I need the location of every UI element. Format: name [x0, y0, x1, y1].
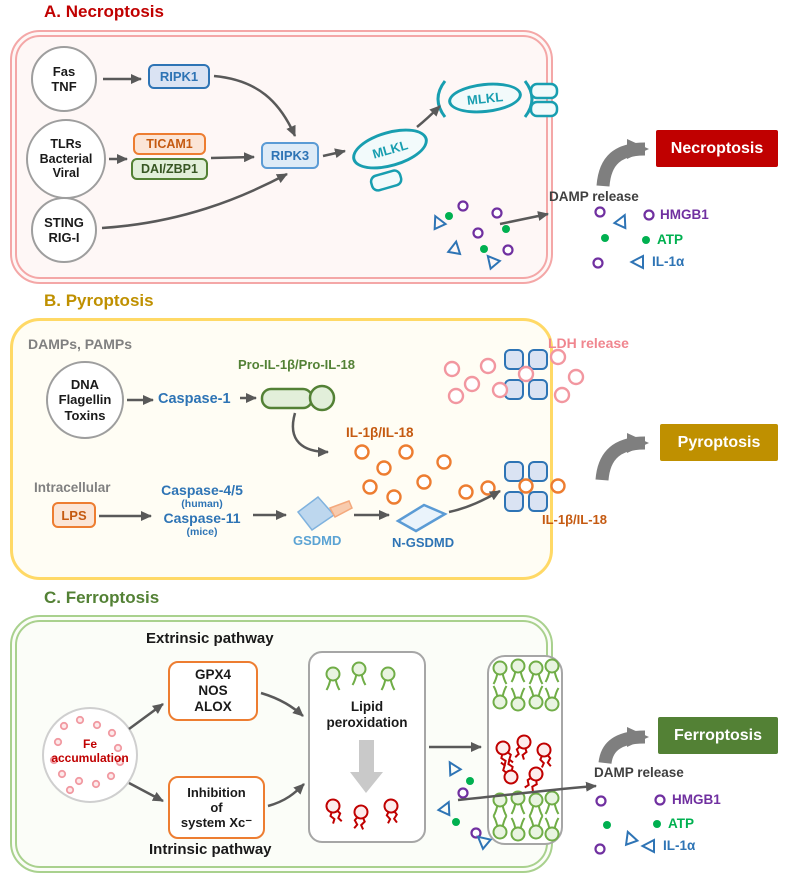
system-xc-inhibition-node: Inhibition of system Xc⁻ — [168, 776, 265, 839]
gsdmd-label: GSDMD — [293, 533, 342, 548]
mice-label: (mice) — [186, 526, 218, 538]
released-damp-dot-icons-ferroptosis — [594, 795, 639, 855]
caspase-4-5-11-block: Caspase-4/5 (human) Caspase-11 (mice) — [153, 482, 251, 538]
lipid-peroxidation-box — [308, 651, 426, 843]
caspase1-label: Caspase-1 — [158, 391, 231, 407]
legend-il1a-label-c: IL-1α — [663, 838, 696, 853]
panel-b-title: B. Pyroptosis — [44, 291, 154, 310]
fe-accumulation-circle — [42, 707, 138, 803]
ferroptosis-cell-outline — [10, 615, 553, 873]
il1b-il18-label-mid: IL-1β/IL-18 — [346, 425, 414, 440]
intracellular-label: Intracellular — [34, 480, 111, 495]
ticam1-node: TICAM1 — [133, 133, 206, 155]
fe-accumulation-label: Fe accumulation — [51, 737, 129, 766]
membrane-section — [487, 655, 563, 845]
legend-glyphs-ferroptosis — [641, 794, 666, 853]
necroptosis-badge: Necroptosis — [656, 130, 778, 167]
pro-il-label: Pro-IL-1β/Pro-IL-18 — [238, 357, 355, 372]
released-damp-dot-icons-necroptosis — [592, 206, 632, 269]
lps-node: LPS — [52, 502, 96, 528]
dai-zbp1-node: DAI/ZBP1 — [131, 158, 208, 180]
lipid-peroxidation-label: Lipid peroxidation — [326, 699, 408, 730]
receptor-tlrs: TLRs Bacterial Viral — [26, 119, 106, 199]
n-gsdmd-label: N-GSDMD — [392, 535, 455, 550]
panel-c-title: C. Ferroptosis — [44, 588, 160, 607]
legend-hmgb1-label-a: HMGB1 — [660, 207, 709, 222]
il1b-il18-label-right: IL-1β/IL-18 — [542, 512, 607, 527]
ripk1-node: RIPK1 — [148, 64, 210, 89]
legend-glyphs-necroptosis — [630, 209, 655, 269]
human-label: (human) — [181, 498, 223, 510]
gpx4-nos-alox-node: GPX4 NOS ALOX — [168, 661, 258, 721]
legend-atp-label-c: ATP — [668, 816, 694, 831]
legend-hmgb1-label-c: HMGB1 — [672, 792, 721, 807]
outcome-arrows — [595, 139, 649, 765]
damps-pamps-label: DAMPs, PAMPs — [28, 336, 132, 352]
ferroptosis-badge: Ferroptosis — [658, 717, 778, 754]
caspase45-label: Caspase-4/5 — [161, 482, 243, 498]
caspase11-label: Caspase-11 — [163, 510, 241, 526]
legend-atp-label-a: ATP — [657, 232, 683, 247]
damp-release-label-ferroptosis: DAMP release — [594, 765, 684, 780]
damp-release-label-necroptosis: DAMP release — [549, 189, 639, 204]
pyroptosis-badge: Pyroptosis — [660, 424, 778, 461]
receptor-sting-rigi: STING RIG-I — [31, 197, 97, 263]
legend-il1a-label-a: IL-1α — [652, 254, 685, 269]
stimuli-dna-flagellin-toxins: DNA Flagellin Toxins — [46, 361, 124, 439]
ldh-release-label: LDH release — [548, 335, 629, 351]
panel-a-title: A. Necroptosis — [44, 2, 164, 21]
extrinsic-pathway-label: Extrinsic pathway — [146, 630, 274, 647]
receptor-fas-tnf: Fas TNF — [31, 46, 97, 112]
pyroptosis-cell-outline — [10, 318, 553, 580]
intrinsic-pathway-label: Intrinsic pathway — [149, 841, 272, 858]
ripk3-node: RIPK3 — [261, 142, 319, 169]
